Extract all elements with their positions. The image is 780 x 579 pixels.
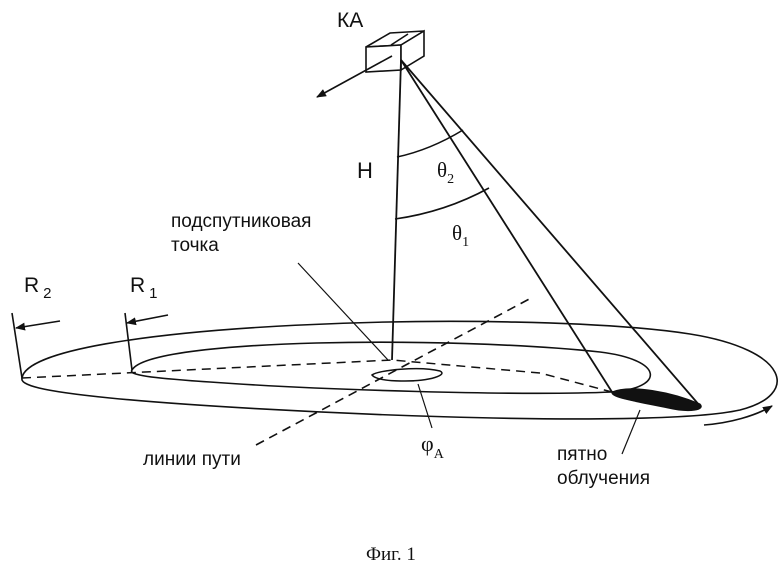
rotation-arrow bbox=[704, 406, 772, 425]
r2-tick bbox=[12, 313, 22, 378]
r2-arrow bbox=[16, 321, 60, 328]
footprint-leader bbox=[622, 410, 640, 454]
footprint-label-line2: облучения bbox=[557, 468, 650, 489]
r1-arrow bbox=[127, 315, 168, 323]
phi-a-arc bbox=[372, 369, 442, 381]
subsatellite-label-line2: точка bbox=[171, 235, 219, 256]
phi-a-leader bbox=[418, 384, 432, 428]
theta2-label: θ2 bbox=[437, 158, 454, 187]
footprint-label-line1: пятно bbox=[557, 444, 607, 465]
theta1-label: θ1 bbox=[452, 221, 469, 250]
radial-dashed-line bbox=[22, 360, 612, 392]
theta1-arc bbox=[395, 188, 489, 219]
phi-a-label: φA bbox=[421, 431, 445, 462]
height-line bbox=[392, 60, 401, 360]
velocity-arrow bbox=[317, 56, 392, 97]
beam-line-outer bbox=[401, 60, 700, 406]
spacecraft-label: КА bbox=[337, 9, 363, 32]
r2-label: R2 bbox=[24, 274, 52, 302]
ground-track-line bbox=[256, 297, 533, 445]
inner-ellipse bbox=[132, 342, 651, 393]
figure-caption: Фиг. 1 bbox=[366, 544, 416, 565]
height-label: H bbox=[357, 158, 373, 183]
subsatellite-label-line1: подспутниковая bbox=[171, 211, 311, 232]
subsatellite-leader bbox=[298, 263, 388, 360]
ground-track-label: линии пути bbox=[143, 449, 241, 470]
r1-label: R1 bbox=[130, 274, 158, 302]
